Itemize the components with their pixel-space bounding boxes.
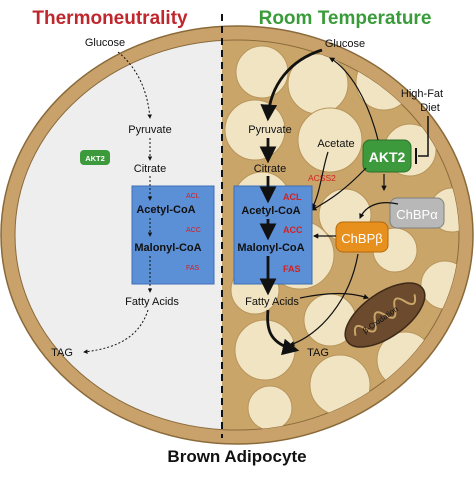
left-enzyme-box — [131, 185, 215, 285]
right-fas-label: FAS — [283, 264, 301, 274]
header-room-temperature: Room Temperature — [259, 8, 432, 29]
right-chbpalpha-to-chbpbeta-arrow — [359, 202, 399, 219]
right-acl-label: ACL — [283, 192, 302, 202]
right-chbpbeta-badge — [335, 221, 389, 253]
right-glucose-label: Glucose — [325, 38, 365, 50]
left-pyruvate-label: Pyruvate — [128, 124, 171, 136]
left-cytoplasm — [14, 39, 222, 431]
left-fattyacids-label: Fatty Acids — [125, 296, 179, 308]
right-fattyacids-to-tag-arrow — [266, 309, 300, 356]
right-akt2-to-acetylcoa-arrow — [311, 167, 367, 211]
right-akt2-to-glucose-arrow — [329, 57, 379, 141]
left-fattyacids-to-tag-arrow — [83, 309, 149, 354]
right-acetate-to-acetylcoa-arrow — [311, 151, 329, 209]
left-acetylcoa-label: Acetyl-CoA — [136, 204, 195, 216]
right-chbpalpha-badge — [389, 197, 445, 229]
left-citrate-label: Citrate — [134, 163, 166, 175]
left-akt2-badge — [80, 150, 110, 165]
left-tag-label: TAG — [51, 347, 73, 359]
left-malonylcoa-label: Malonyl-CoA — [134, 242, 201, 254]
left-glucose-to-pyruvate-arrow — [117, 51, 152, 119]
right-fattyacids-label: Fatty Acids — [245, 296, 299, 308]
right-akt2-badge — [362, 139, 412, 173]
right-acetate-label: Acetate — [317, 138, 354, 150]
left-acc-label: ACC — [186, 227, 201, 234]
right-pyruvate-label: Pyruvate — [248, 124, 291, 136]
right-chbpbeta-to-tag-arrow — [288, 253, 359, 347]
left-glucose-label: Glucose — [85, 37, 125, 49]
right-highfatdiet-line2: Diet — [420, 102, 440, 114]
left-acl-label: ACL — [186, 193, 200, 200]
right-citrate-label: Citrate — [254, 163, 286, 175]
right-acetylcoa-label: Acetyl-CoA — [241, 205, 300, 217]
header-thermoneutrality: Thermoneutrality — [32, 8, 188, 29]
right-acc-label: ACC — [283, 225, 303, 235]
right-chbpalpha-label: ChBPα — [396, 207, 438, 222]
right-chbpbeta-label: ChBPβ — [341, 231, 382, 246]
mitochondrion-icon — [344, 282, 426, 348]
left-akt2-label: AKT2 — [85, 154, 105, 163]
right-tag-label: TAG — [307, 347, 329, 359]
right-fattyacids-to-betaoxidation-arrow — [299, 292, 370, 300]
footer-caption: Brown Adipocyte — [167, 447, 306, 466]
right-highfatdiet-inhibition — [418, 116, 429, 157]
left-fas-label: FAS — [186, 265, 200, 272]
right-glucose-to-pyruvate-arrow — [260, 48, 323, 122]
right-malonylcoa-label: Malonyl-CoA — [237, 242, 304, 254]
right-highfatdiet-line1: High-Fat — [401, 88, 443, 100]
right-akt2-label: AKT2 — [369, 149, 406, 165]
